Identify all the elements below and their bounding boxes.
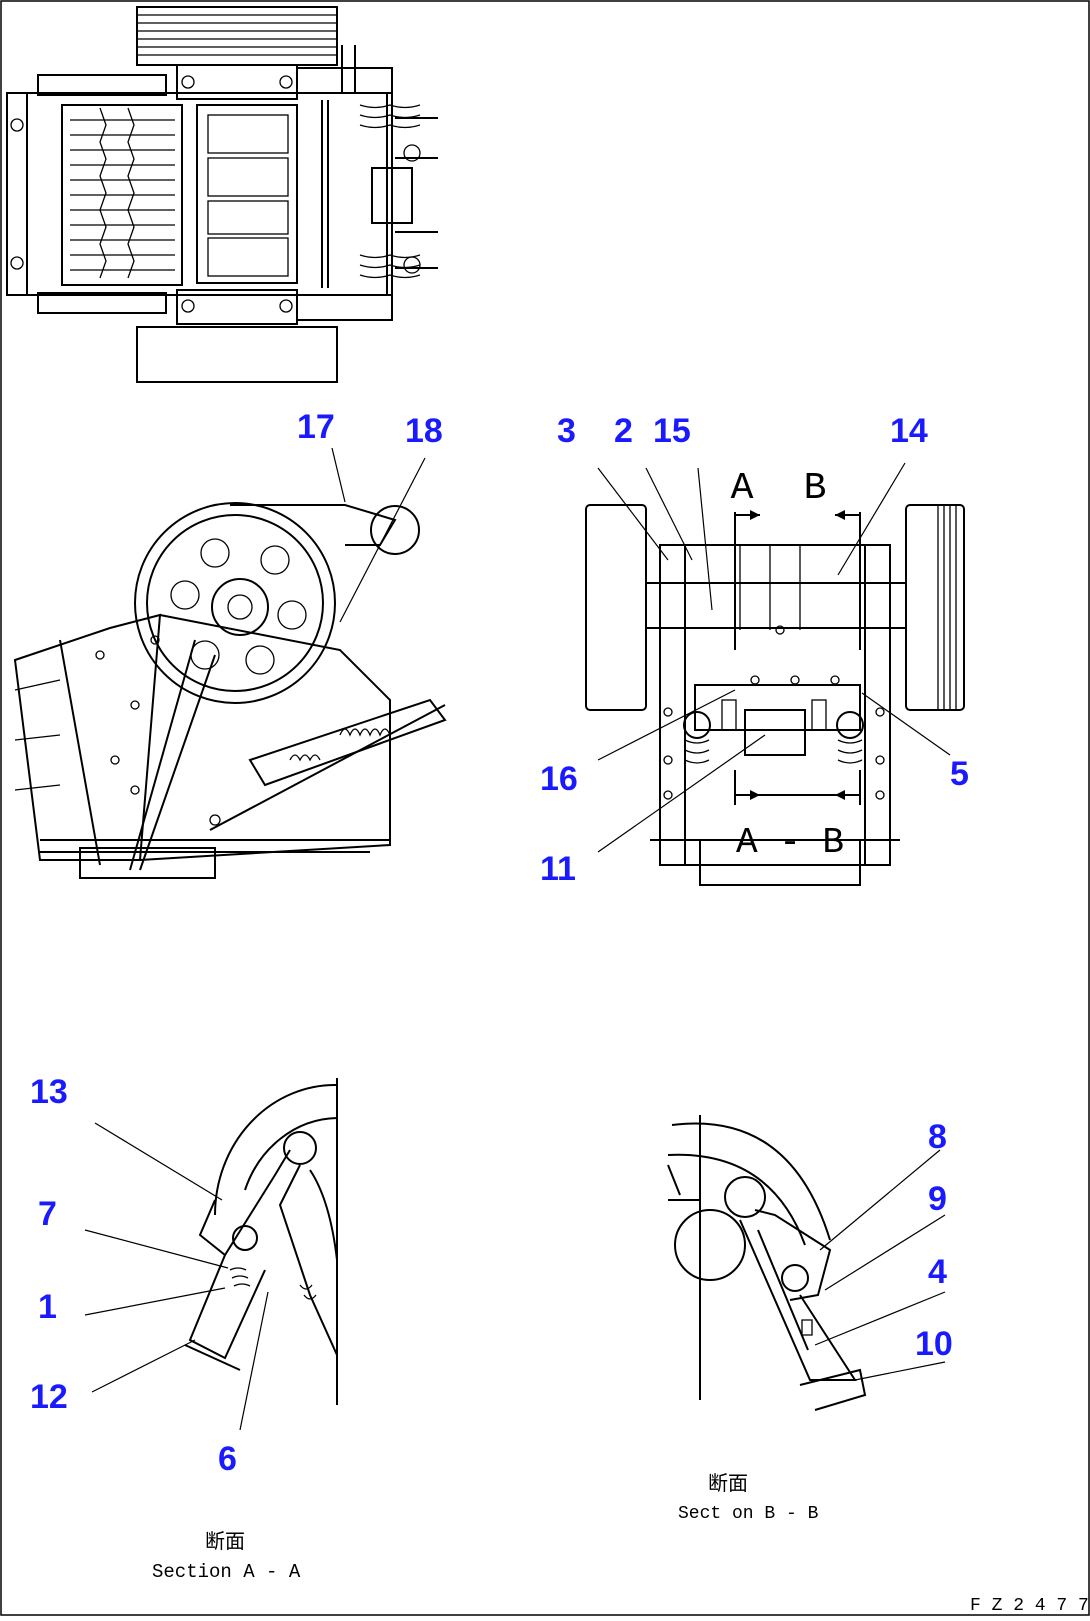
callout-2: 2 [614,412,633,450]
section-b-caption-en: Sect on B - B [678,1504,819,1524]
callout-5: 5 [950,755,969,793]
callout-10: 10 [915,1325,953,1363]
section-marker-ab: A - B [736,822,844,863]
callout-9: 9 [928,1180,947,1218]
callout-6: 6 [218,1440,237,1478]
callout-11: 11 [540,850,576,888]
callout-8: 8 [928,1118,947,1156]
callout-12: 12 [30,1378,68,1416]
callout-7: 7 [38,1195,57,1233]
callout-15: 15 [653,412,691,450]
callout-16: 16 [540,760,578,798]
section-a-caption-en: Section A - A [152,1561,301,1583]
callout-18: 18 [405,412,443,450]
callout-13: 13 [30,1073,68,1111]
callout-4: 4 [928,1253,947,1291]
side-elevation-view [13,502,447,879]
callout-17: 17 [297,408,335,446]
section-a-caption-jp: 断面 [205,1530,245,1555]
section-marker-a: A [731,467,754,510]
drawing-number: F Z 2 4 7 7 3 [970,1596,1090,1616]
callout-1: 1 [38,1288,57,1326]
section-a-a-view [184,1078,338,1405]
callout-3: 3 [557,412,576,450]
callout-14: 14 [890,412,928,450]
section-b-b-view [667,1115,867,1411]
section-b-caption-jp: 断面 [708,1472,748,1497]
front-elevation-view [585,504,965,886]
top-plan-view [6,6,438,383]
section-marker-b: B [804,467,827,510]
